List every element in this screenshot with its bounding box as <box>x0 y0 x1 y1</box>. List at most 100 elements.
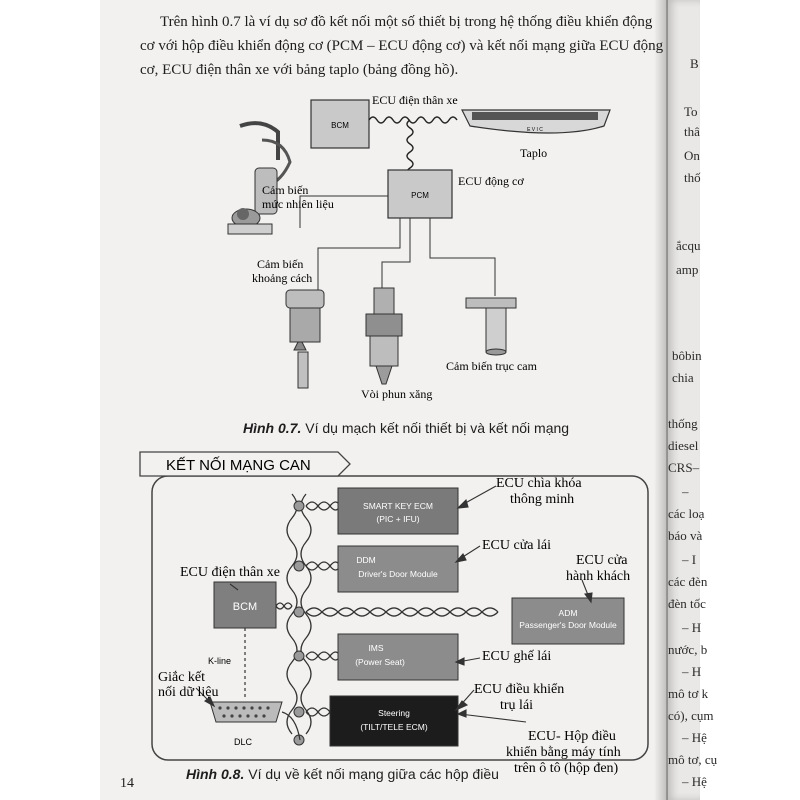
right-text-20: – H <box>682 664 702 679</box>
figure-0-7-caption-num: Hình 0.7. <box>243 420 302 436</box>
callout-dlc-2: nối dữ liệu <box>158 685 218 700</box>
right-text-5: ắcqu <box>676 238 701 253</box>
intro-line-1: Trên hình 0.7 là ví dụ sơ đồ kết nối một… <box>160 14 653 30</box>
dlc-label: DLC <box>234 737 253 747</box>
fuel-sensor-label-2: mức nhiên liệu <box>262 197 334 211</box>
cam-sensor <box>465 297 517 356</box>
right-text-1: To <box>684 104 698 119</box>
can-title: KẾT NỐI MẠNG CAN <box>166 456 311 474</box>
right-text-12: – <box>682 484 689 499</box>
right-text-19: nước, b <box>668 642 708 657</box>
wire-pcm-dist <box>317 218 401 290</box>
k-line-label: K-line <box>208 656 231 666</box>
callout-door-pass-2: hành khách <box>566 569 630 584</box>
right-text-0: B <box>690 56 699 71</box>
bcm-box-fig1 <box>310 99 370 149</box>
callout-seat: ECU ghế lái <box>482 649 551 664</box>
figure-0-8-caption: Hình 0.8. Ví dụ về kết nối mạng giữa các… <box>186 766 499 782</box>
injector-label: Vòi phun xăng <box>361 387 432 401</box>
ims-label-2: (Power Seat) <box>355 657 405 667</box>
adm-label-1: ADM <box>559 608 578 618</box>
right-text-9: thống <box>668 416 698 431</box>
callout-dlc-1: Giắc kết <box>158 670 205 685</box>
right-text-10: diesel <box>668 438 699 453</box>
ims-box <box>337 633 459 681</box>
ddm-label-1: DDM <box>356 555 375 565</box>
callout-smart-key-2: thông minh <box>510 492 574 507</box>
fuel-injector <box>365 287 403 385</box>
ecu-body-label: ECU điện thân xe <box>372 93 458 107</box>
smart-key-ecm-box <box>337 487 459 535</box>
right-text-21: mô tơ k <box>668 686 709 701</box>
distance-sensor <box>285 289 325 389</box>
steering-label-1: Steering <box>378 708 410 718</box>
callout-smart-key-1: ECU chìa khóa <box>496 476 582 491</box>
callout-door-pass-1: ECU cửa <box>576 553 628 568</box>
intro-paragraph: Trên hình 0.7 là ví dụ sơ đồ kết nối một… <box>140 10 670 82</box>
right-text-8: chia <box>672 370 694 385</box>
coil-bcm-taplo <box>368 116 458 124</box>
right-text-23: – Hệ <box>682 730 707 745</box>
wire-pcm-cam <box>429 218 496 296</box>
callout-door-driver: ECU cửa lái <box>482 538 551 553</box>
intro-line-3: cơ, ECU điện thân xe với bảng taplo (bản… <box>140 62 459 78</box>
can-title-tab <box>139 451 351 477</box>
bcm-label-fig2: BCM <box>233 601 257 613</box>
right-text-16: các đèn <box>668 574 708 589</box>
smart-key-label-1: SMART KEY ECM <box>363 501 433 511</box>
right-text-24: mô tơ, cụ <box>668 752 718 767</box>
callout-arrows <box>195 485 593 723</box>
callout-ecu-box-2: khiển bằng máy tính <box>506 745 621 760</box>
wire-pcm-fuel <box>299 195 388 228</box>
bcm-box-fig2 <box>213 581 277 629</box>
right-text-18: – H <box>682 620 702 635</box>
callout-steer-1: ECU điều khiển <box>474 682 564 697</box>
pcm-box <box>387 169 453 219</box>
right-text-4: thố <box>684 170 701 185</box>
intro-line-2: cơ với hộp điều khiển động cơ (PCM – ECU… <box>140 38 664 54</box>
ddm-label-2: Driver's Door Module <box>358 569 438 579</box>
evic-label: E V I C <box>527 127 543 133</box>
steering-box <box>329 695 459 747</box>
dlc-connector <box>209 701 301 741</box>
right-page <box>666 0 700 800</box>
right-text-3: On <box>684 148 700 163</box>
pcm-label: PCM <box>411 191 429 200</box>
right-text-15: – I <box>682 552 697 567</box>
right-text-13: các loạ <box>668 506 705 521</box>
figure-0-8-caption-num: Hình 0.8. <box>186 766 245 782</box>
dist-sensor-label-2: khoảng cách <box>252 271 312 285</box>
adm-box <box>511 597 625 645</box>
right-text-22: có), cụm <box>668 708 714 723</box>
smart-key-label-2: (PIC + IFU) <box>376 514 419 524</box>
right-text-6: amp <box>676 262 699 277</box>
bus-nodes <box>293 500 305 746</box>
right-text-7: bôbin <box>672 348 702 363</box>
dist-sensor-label-1: Cảm biến <box>257 257 303 271</box>
book-gutter <box>654 0 668 800</box>
page-number: 14 <box>120 776 134 791</box>
figure-0-7-caption-text: Ví dụ mạch kết nối thiết bị và kết nối m… <box>301 420 570 436</box>
fuel-level-sensor <box>227 121 292 235</box>
ddm-box <box>337 545 459 593</box>
callout-body-ecu: ECU điện thân xe <box>180 565 280 580</box>
taplo-gauges <box>472 112 598 120</box>
figure-0-8-caption-text: Ví dụ về kết nối mạng giữa các hộp điều <box>244 766 499 782</box>
wire-pcm-injector <box>381 218 411 288</box>
fuel-sensor-label-1: Cảm biến <box>262 183 308 197</box>
figure-0-7-caption: Hình 0.7. Ví dụ mạch kết nối thiết bị và… <box>243 420 569 436</box>
callout-ecu-box-1: ECU- Hộp điều <box>528 729 616 744</box>
callout-ecu-box-3: trên ô tô (hộp đen) <box>514 761 619 776</box>
ecu-engine-label: ECU động cơ <box>458 174 524 188</box>
adm-label-2: Passenger's Door Module <box>519 620 617 630</box>
right-text-17: đèn tốc <box>668 596 706 611</box>
ims-label-1: IMS <box>368 643 383 653</box>
right-text-2: thâ <box>684 124 700 139</box>
steering-label-2: (TILT/TELE ECM) <box>360 722 428 732</box>
right-text-14: báo và <box>668 528 703 543</box>
can-frame <box>151 475 649 761</box>
callout-steer-2: trụ lái <box>500 698 533 713</box>
right-text-25: – Hệ <box>682 774 707 789</box>
